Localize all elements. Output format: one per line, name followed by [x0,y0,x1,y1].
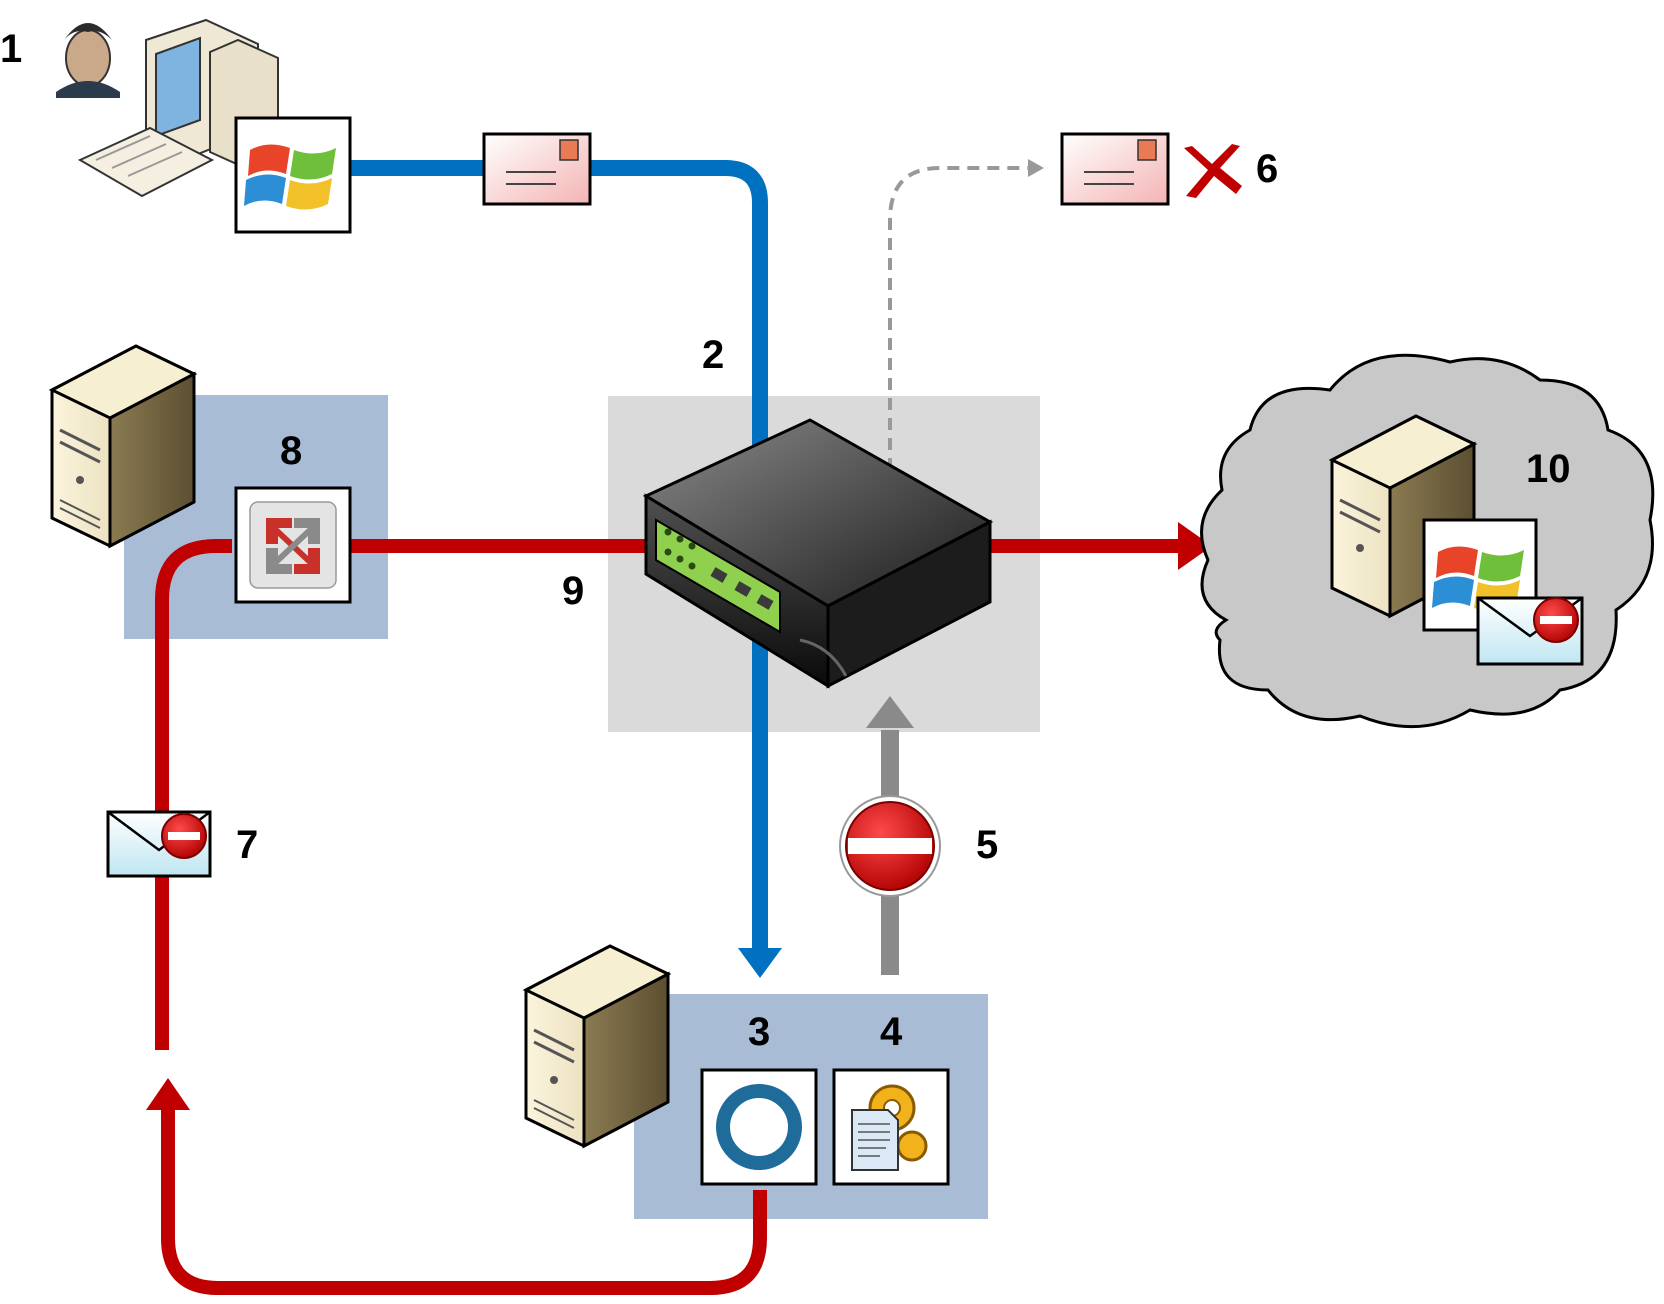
step-label-4: 4 [880,1010,903,1054]
gray-arrowhead [866,696,914,728]
gray-dashed-line [888,166,1030,470]
filter-server-tower-icon [522,944,672,1149]
step-label-2: 2 [702,333,724,377]
step-label-6: 6 [1256,147,1278,191]
gray-dashed-arrowhead [1028,159,1044,177]
step-label-5: 5 [976,823,998,867]
blocked-mail-icon [106,810,212,878]
windows-logo-icon [234,116,352,234]
rejected-envelope-icon [1060,132,1170,206]
step-label-1: 1 [0,27,22,71]
step-label-7: 7 [236,823,258,867]
cloud-blocked-mail-icon [1476,596,1584,666]
red-outbound-arrowhead [1178,522,1212,570]
red-loop-line [155,539,232,1050]
step-label-9: 9 [562,569,584,613]
network-appliance-icon [642,418,994,689]
red-return-arrowhead [146,1078,190,1110]
email-envelope-icon [482,132,592,206]
blue-arrowhead [738,948,782,978]
step-label-8: 8 [280,429,302,473]
ring-logo-icon [700,1068,818,1186]
step-label-3: 3 [748,1010,770,1054]
blue-flow-line [350,160,768,950]
no-entry-icon [839,795,941,897]
document-gears-icon [832,1068,950,1186]
exchange-logo-icon [234,486,352,604]
rejected-x-icon [1184,144,1242,198]
red-return-line [161,1108,767,1295]
step-label-10: 10 [1526,447,1571,491]
server-tower-icon [48,344,198,549]
